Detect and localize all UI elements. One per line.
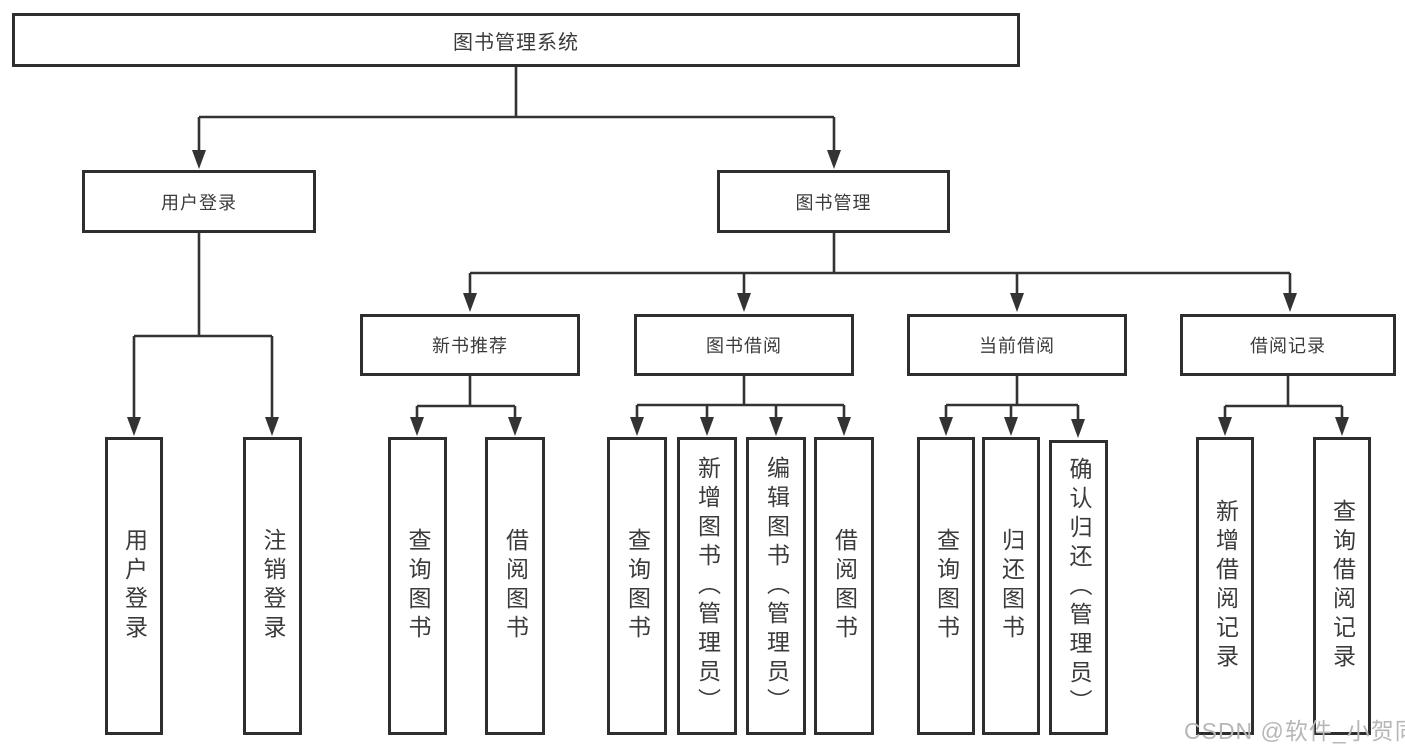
node-label: 查询借阅记录 <box>1329 499 1356 673</box>
node-label: 新书推荐 <box>432 336 508 356</box>
node-query-borrow-record: 查询借阅记录 <box>1313 437 1371 735</box>
csdn-watermark: CSDN @软件_小贺同学 <box>1184 718 1405 744</box>
node-borrow-records: 借阅记录 <box>1180 314 1396 376</box>
node-label: 新增图书（管理员） <box>694 455 721 717</box>
arrowhead <box>630 417 644 436</box>
node-label: 借阅图书 <box>502 528 529 644</box>
node-current-borrow: 当前借阅 <box>907 314 1127 376</box>
arrowhead <box>1004 417 1018 436</box>
arrowhead <box>265 417 279 436</box>
node-library-system: 图书管理系统 <box>12 13 1020 67</box>
arrowhead <box>1283 293 1297 312</box>
arrowhead <box>1218 417 1232 436</box>
arrowhead <box>837 417 851 436</box>
node-label: 当前借阅 <box>979 336 1055 356</box>
connector-borrow-records <box>1223 376 1344 420</box>
node-add-books-admin: 新增图书（管理员） <box>677 437 737 735</box>
arrowhead <box>410 417 424 436</box>
node-query-books-1: 查询图书 <box>388 437 447 735</box>
node-label: 新增借阅记录 <box>1212 499 1239 673</box>
arrowhead <box>463 293 477 312</box>
node-add-borrow-record: 新增借阅记录 <box>1196 437 1254 735</box>
arrowhead <box>1071 419 1085 438</box>
connector-current-borrow <box>944 376 1080 422</box>
connector-root <box>197 67 836 152</box>
node-label: 借阅记录 <box>1250 336 1326 356</box>
connector-book-mgmt <box>468 233 1292 296</box>
arrowhead <box>192 150 206 169</box>
node-new-book-recommend: 新书推荐 <box>360 314 580 376</box>
arrowhead <box>827 150 841 169</box>
arrowhead <box>127 417 141 436</box>
node-label: 图书管理系统 <box>453 31 579 54</box>
node-user-login-action: 用户登录 <box>105 437 163 735</box>
connector-book-borrow <box>635 376 846 420</box>
node-confirm-return-admin: 确认归还（管理员） <box>1049 440 1108 735</box>
node-label: 图书借阅 <box>706 336 782 356</box>
node-label: 用户登录 <box>121 528 148 644</box>
node-return-books: 归还图书 <box>982 437 1040 735</box>
arrowhead <box>769 417 783 436</box>
node-label: 借阅图书 <box>831 528 858 644</box>
node-user-login: 用户登录 <box>82 170 316 233</box>
node-edit-books-admin: 编辑图书（管理员） <box>746 437 806 735</box>
node-label: 查询图书 <box>933 528 960 644</box>
arrowhead <box>737 293 751 312</box>
node-borrow-books-2: 借阅图书 <box>814 437 874 735</box>
connector-new-books <box>415 376 517 420</box>
arrowhead <box>939 417 953 436</box>
node-query-books-3: 查询图书 <box>917 437 975 735</box>
node-book-management: 图书管理 <box>717 170 950 233</box>
arrowhead <box>1335 417 1349 436</box>
node-label: 编辑图书（管理员） <box>763 455 790 717</box>
node-label: 查询图书 <box>624 528 651 644</box>
node-label: 用户登录 <box>161 192 237 213</box>
node-label: 确认归还（管理员） <box>1066 457 1092 718</box>
arrowhead <box>700 417 714 436</box>
node-label: 注销登录 <box>260 528 286 644</box>
node-label: 图书管理 <box>795 192 872 213</box>
node-label: 查询图书 <box>405 528 431 644</box>
arrowhead <box>508 417 522 436</box>
node-query-books-2: 查询图书 <box>607 437 667 735</box>
connector-user-login <box>132 233 274 420</box>
node-borrow-books-1: 借阅图书 <box>485 437 545 735</box>
node-logout-action: 注销登录 <box>243 437 302 735</box>
arrowhead <box>1010 293 1024 312</box>
node-label: 归还图书 <box>998 528 1025 644</box>
node-book-borrow: 图书借阅 <box>634 314 854 376</box>
